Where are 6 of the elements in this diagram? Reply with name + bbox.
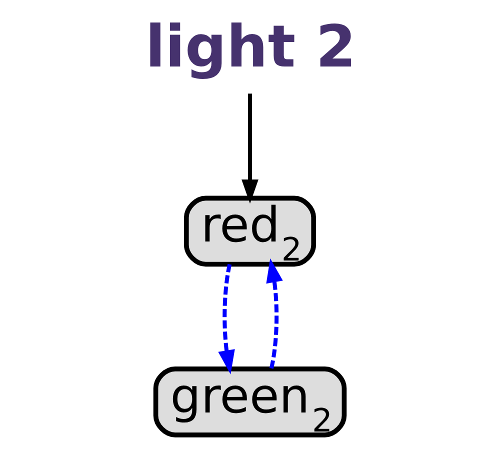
arrow [266,258,282,369]
arrow [218,264,234,374]
node-box: red$_{2}$ [183,196,316,267]
arrow [241,94,258,204]
node-box: green$_{2}$ [152,366,346,438]
diagram-title: light 2 [144,12,356,80]
